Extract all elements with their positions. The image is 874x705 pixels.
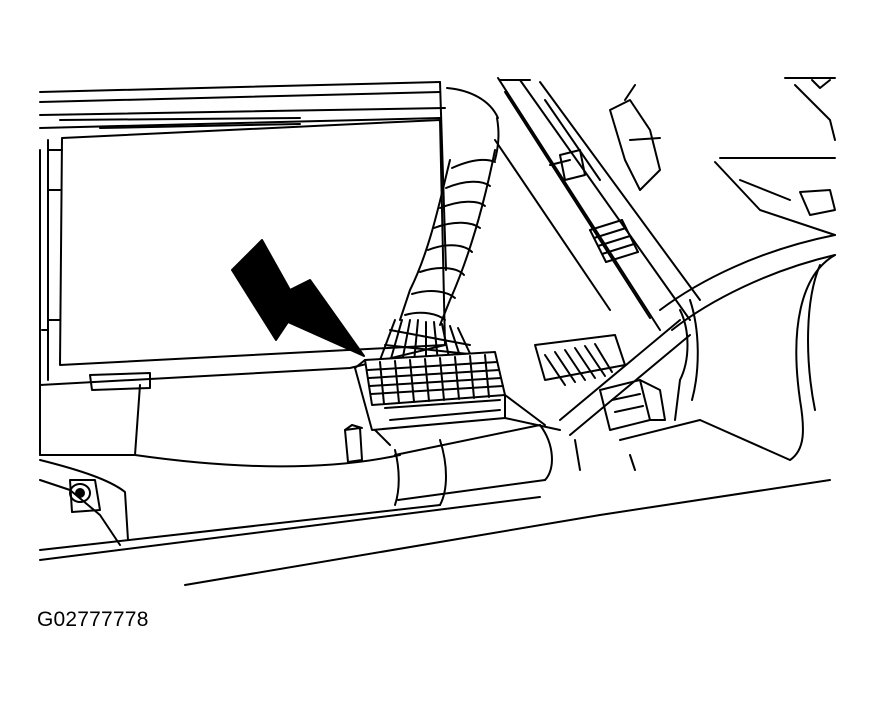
- connector-location-illustration: [39, 77, 836, 586]
- lower-support-bar: [39, 344, 831, 586]
- lower-tube-fitting: [344, 394, 636, 506]
- right-support-rail: [559, 234, 836, 461]
- upper-trim-lines: [39, 81, 499, 271]
- callout-arrow-icon: [231, 239, 365, 357]
- figure-id-label: G02777778: [37, 608, 149, 631]
- vent-grille-lower: [534, 334, 666, 431]
- wiring-harness: [399, 117, 500, 326]
- electrical-connector: [354, 351, 506, 446]
- cowl-bracket: [494, 77, 701, 331]
- vent-grille-upper: [589, 219, 639, 263]
- upper-right-housing: [714, 77, 836, 236]
- mounting-bolt: [69, 479, 101, 513]
